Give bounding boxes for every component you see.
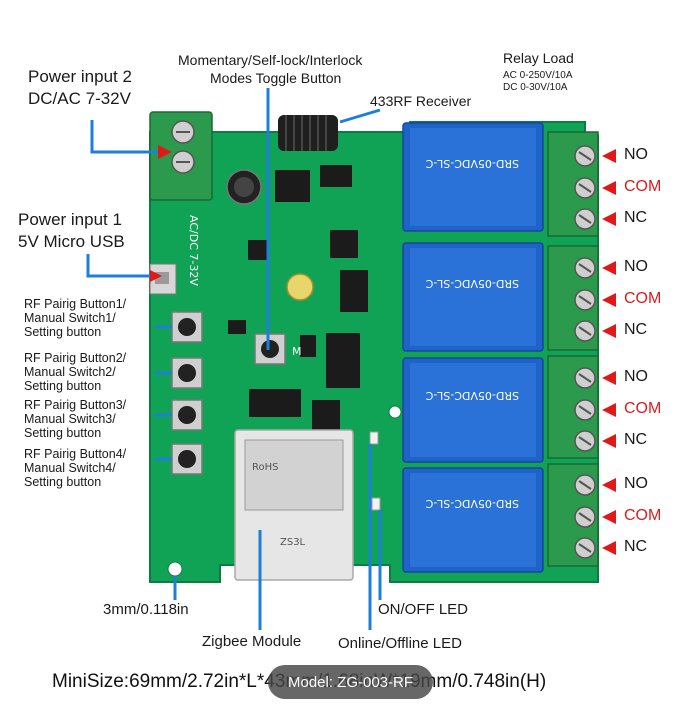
label-mode-line1: Momentary/Self-lock/Interlock (178, 52, 363, 68)
terminal-label-no: NO (624, 475, 648, 492)
callout-power1 (86, 254, 150, 278)
terminal-arrow (602, 293, 616, 307)
relay-2 (402, 242, 544, 352)
terminal-label-nc: NC (624, 209, 648, 226)
chip (249, 389, 301, 417)
label-receiver: 433RF Receiver (370, 93, 472, 109)
label-onoff-led: ON/OFF LED (378, 601, 469, 618)
terminal-label-com: COM (624, 290, 662, 307)
terminal-arrow (602, 181, 616, 195)
relay-3 (402, 357, 544, 463)
terminal-arrow (602, 541, 616, 555)
callout-receiver (339, 108, 381, 124)
relay-4 (402, 467, 544, 573)
chip (275, 170, 310, 202)
label-btn3: RF Pairig Button3/ Manual Switch3/ Setti… (24, 398, 127, 440)
label-power1-line2: 5V Micro USB (18, 232, 125, 251)
terminal-arrow (602, 478, 616, 492)
label-power2-line1: Power input 2 (28, 67, 132, 86)
board-text-rohs: RoHS (252, 462, 278, 473)
label-power2-line2: DC/AC 7-32V (28, 89, 131, 108)
terminal-arrow (602, 510, 616, 524)
label-relay-title: Relay Load (503, 50, 574, 66)
label-power1-line1: Power input 1 (18, 210, 122, 229)
led (369, 431, 379, 445)
terminal-label-com: COM (624, 507, 662, 524)
callout-power2 (90, 120, 158, 154)
arrow-power1 (150, 270, 162, 282)
mounting-hole (388, 405, 402, 419)
chip (320, 165, 352, 187)
terminal-label-nc: NC (624, 321, 648, 338)
label-relay-dc: DC 0-30V/10A (503, 82, 568, 93)
terminal-arrow (602, 149, 616, 163)
chip (248, 240, 268, 260)
led (371, 497, 381, 511)
relay-1 (402, 122, 544, 232)
label-btn4: RF Pairig Button4/ Manual Switch4/ Setti… (24, 447, 127, 489)
label-hole: 3mm/0.118in (103, 601, 189, 618)
model-badge: Model: ZG-003-RF (268, 665, 433, 699)
terminal-arrow (602, 212, 616, 226)
terminal-arrow (602, 434, 616, 448)
board-text-m: M (292, 345, 302, 358)
label-zigbee: Zigbee Module (202, 633, 302, 650)
terminal-arrow (602, 324, 616, 338)
label-btn2: RF Pairig Button2/ Manual Switch2/ Setti… (24, 351, 127, 393)
relay-model-text: SRD-05VDC-SL-C (425, 157, 519, 170)
terminal-label-no: NO (624, 368, 648, 385)
terminal-arrow (602, 403, 616, 417)
chip (312, 400, 340, 430)
terminal-label-nc: NC (624, 431, 648, 448)
chip (330, 230, 358, 258)
mounting-hole (167, 561, 183, 577)
chip (300, 335, 316, 357)
label-btn1: RF Pairig Button1/ Manual Switch1/ Setti… (24, 297, 127, 339)
board-text-zs3l: ZS3L (280, 537, 306, 548)
label-mode-line2: Modes Toggle Button (210, 70, 342, 86)
terminal-label-no: NO (624, 258, 648, 275)
terminal-label-nc: NC (624, 538, 648, 555)
arrow-power2 (158, 145, 172, 159)
terminal-arrow (602, 261, 616, 275)
terminal-arrow (602, 371, 616, 385)
relay-terminals (547, 131, 616, 567)
terminal-label-com: COM (624, 178, 662, 195)
label-relay-ac: AC 0-250V/10A (503, 70, 573, 81)
terminal-label-no: NO (624, 146, 648, 163)
relay-model-text: SRD-05VDC-SL-C (425, 277, 519, 290)
relay-model-text: SRD-05VDC-SL-C (425, 389, 519, 402)
chip (340, 270, 368, 312)
capacitor-small (286, 273, 314, 301)
board-text-acdc: AC/DC 7-32V (187, 215, 200, 286)
relay-model-text: SRD-05VDC-SL-C (425, 497, 519, 510)
label-online-led: Online/Offline LED (338, 635, 462, 652)
chip (326, 333, 360, 388)
chip (228, 320, 246, 334)
terminal-label-com: COM (624, 400, 662, 417)
